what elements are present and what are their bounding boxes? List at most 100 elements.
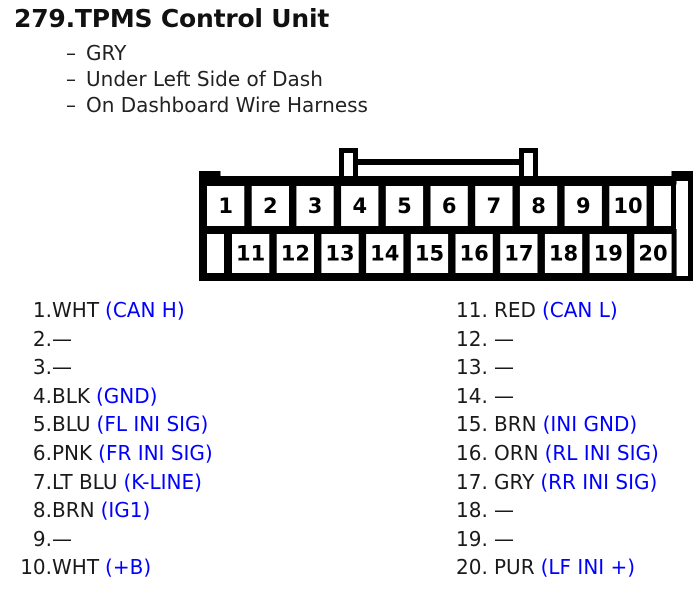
pin-cell-7-label: 7: [487, 194, 502, 218]
spec-item-color: –GRY: [66, 40, 368, 66]
spec-list: –GRY –Under Left Side of Dash –On Dashbo…: [66, 40, 368, 118]
pin-number: 4.: [32, 383, 52, 408]
spec-item-harness: –On Dashboard Wire Harness: [66, 92, 368, 118]
pin-number: 17.: [456, 469, 488, 494]
pin-wire-color: ORN: [494, 440, 539, 465]
pin-entry-18: 18.—: [456, 496, 696, 525]
spec-item-label: GRY: [86, 41, 127, 65]
pin-entry-9: 9.—: [18, 525, 448, 554]
pin-cell-14-label: 14: [370, 242, 399, 266]
pin-function: (FR INI SIG): [98, 440, 213, 465]
pin-wire-color: BRN: [494, 412, 537, 437]
pin-function: (+B): [105, 555, 152, 580]
pin-entry-4: 4.BLK(GND): [18, 382, 448, 411]
pin-number: 15.: [456, 412, 488, 437]
pin-wire-color: PNK: [52, 440, 93, 465]
pin-cell-6-label: 6: [442, 194, 457, 218]
spec-item-label: On Dashboard Wire Harness: [86, 93, 368, 117]
pin-number: 8.: [32, 498, 52, 523]
pin-entry-14: 14.—: [456, 382, 696, 411]
pin-cell-18-label: 18: [549, 242, 578, 266]
pin-cell-13-label: 13: [325, 242, 354, 266]
bullet-dash-icon: –: [66, 41, 76, 65]
pin-entry-10: 10.WHT(+B): [18, 553, 448, 582]
pin-cell-10-label: 10: [613, 194, 642, 218]
pin-cell-1-label: 1: [218, 194, 233, 218]
pin-entry-7: 7.LT BLU(K-LINE): [18, 468, 448, 497]
pin-cell-20[interactable]: [629, 229, 677, 278]
pin-number: 20.: [456, 555, 488, 580]
pin-cell-9-label: 9: [576, 194, 591, 218]
pin-cell-16[interactable]: [450, 229, 498, 278]
pin-wire-color: BRN: [52, 498, 95, 523]
pin-cell-18[interactable]: [539, 229, 588, 278]
pin-number: 16.: [456, 440, 488, 465]
pin-wire-color: BLU: [52, 412, 91, 437]
pin-number: 3.: [32, 355, 52, 380]
pin-cell-3[interactable]: [291, 181, 339, 231]
pin-wire-color: —: [494, 326, 514, 351]
pin-function: (LF INI +): [540, 555, 636, 580]
pin-number: 5.: [32, 412, 52, 437]
pin-function: (CAN H): [105, 298, 185, 322]
pin-cell-20-label: 20: [638, 242, 667, 266]
pin-function: (RL INI SIG): [544, 440, 659, 465]
pin-entry-11: 11.RED(CAN L): [456, 296, 696, 325]
pin-wire-color: WHT: [52, 298, 100, 322]
pin-wire-color: —: [494, 355, 514, 380]
pin-wire-color: —: [52, 526, 72, 551]
spec-item-label: Under Left Side of Dash: [86, 67, 323, 91]
pin-number: 11.: [456, 298, 488, 322]
pin-cell-3-label: 3: [308, 194, 323, 218]
pin-cell-17-label: 17: [504, 242, 533, 266]
pin-cell-blank-bottom-left: [202, 229, 229, 278]
pin-cell-1[interactable]: [202, 181, 250, 231]
pin-wire-color: GRY: [494, 469, 535, 494]
pin-cell-4-label: 4: [352, 194, 367, 218]
pin-number: 1.: [32, 298, 52, 322]
pin-number: 2.: [32, 326, 52, 351]
pin-cell-11-label: 11: [236, 242, 265, 266]
pin-entry-13: 13.—: [456, 353, 696, 382]
pin-cell-4[interactable]: [336, 181, 384, 231]
pin-cell-17[interactable]: [495, 229, 543, 278]
pin-entry-20: 20.PUR(LF INI +): [456, 553, 696, 582]
pin-wire-color: RED: [494, 298, 536, 322]
pin-wire-color: WHT: [52, 555, 100, 580]
bullet-dash-icon: –: [66, 67, 76, 91]
pin-entry-16: 16.ORN(RL INI SIG): [456, 439, 696, 468]
pin-number: 6.: [32, 440, 52, 465]
pin-cell-13[interactable]: [316, 229, 364, 278]
pin-cell-19-label: 19: [594, 242, 623, 266]
pin-wire-color: —: [494, 498, 514, 523]
pin-function: (FL INI SIG): [96, 412, 209, 437]
pin-cell-8-label: 8: [531, 194, 546, 218]
page-title: 279.TPMS Control Unit: [14, 4, 330, 33]
pin-entry-17: 17.GRY(RR INI SIG): [456, 468, 696, 497]
pin-entry-12: 12.—: [456, 325, 696, 354]
pin-list-left: 1.WHT(CAN H)2.—3.—4.BLK(GND)5.BLU(FL INI…: [18, 296, 448, 582]
pin-wire-color: PUR: [494, 555, 535, 580]
pin-wire-color: LT BLU: [52, 469, 118, 494]
pin-cell-2-label: 2: [263, 194, 278, 218]
pin-function: (GND): [95, 383, 158, 408]
pin-entry-1: 1.WHT(CAN H): [18, 296, 448, 325]
pin-number: 9.: [32, 526, 52, 551]
pin-number: 19.: [456, 526, 488, 551]
pin-entry-6: 6.PNK(FR INI SIG): [18, 439, 448, 468]
pin-wire-color: —: [494, 383, 514, 408]
pin-number: 12.: [456, 326, 488, 351]
pin-wire-color: —: [494, 526, 514, 551]
pin-cell-12-label: 12: [281, 242, 310, 266]
pin-entry-2: 2.—: [18, 325, 448, 354]
pin-number: 10.: [20, 555, 52, 580]
pin-entry-5: 5.BLU(FL INI SIG): [18, 410, 448, 439]
pin-number: 14.: [456, 383, 488, 408]
pin-wire-color: —: [52, 355, 72, 380]
pin-function: (INI GND): [542, 412, 638, 437]
pin-function: (CAN L): [541, 298, 618, 322]
pin-function: (K-LINE): [123, 469, 202, 494]
